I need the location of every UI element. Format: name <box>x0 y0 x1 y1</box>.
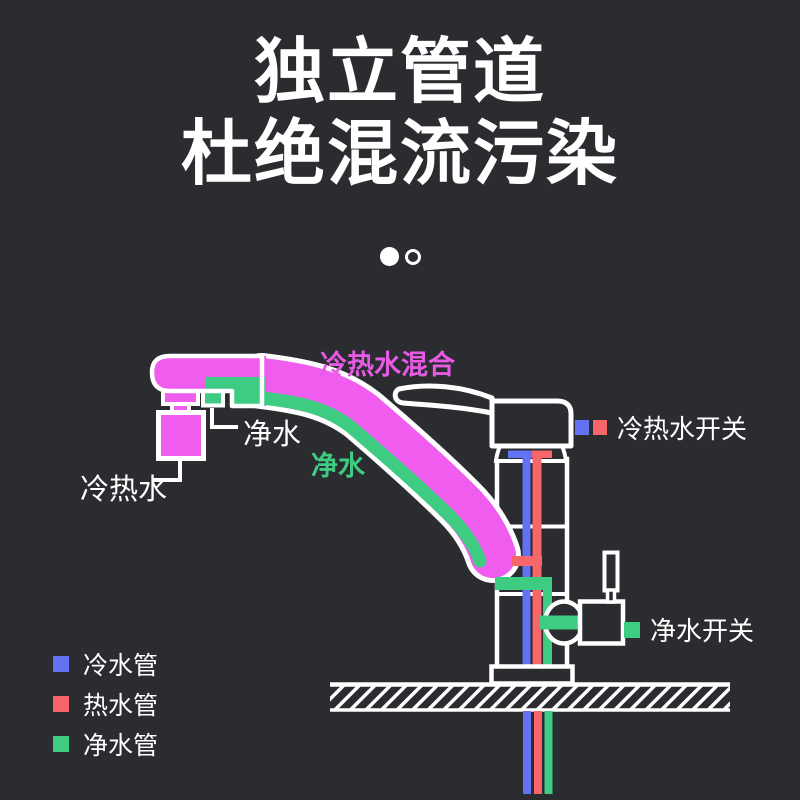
head-body-outline <box>149 353 265 409</box>
pure-water-switch-label: 净水开关 <box>650 616 755 646</box>
carousel-dot-inactive[interactable] <box>405 249 421 265</box>
legend-item-cold: 冷水管 <box>53 646 158 682</box>
spout-mixed-channel <box>239 358 516 578</box>
hot-cold-switch-label: 冷热水开关 <box>617 414 748 444</box>
hot-cold-callout-line <box>153 459 182 482</box>
valve-block-body <box>577 599 626 646</box>
hot-pipe-stub <box>512 556 542 566</box>
head-pure-section <box>206 377 266 406</box>
handle-body <box>489 398 574 449</box>
mixer-handle <box>392 383 574 463</box>
cold-pipe-swatch-icon <box>53 656 69 672</box>
countertop <box>330 682 730 712</box>
valve-lever-stem <box>605 588 617 604</box>
carousel-dot-active[interactable] <box>380 247 399 266</box>
faucet-base-plate <box>489 664 575 686</box>
mixed-water-label: 冷热水混合 <box>320 350 455 380</box>
page-title: 独立管道 杜绝混流污染 <box>0 32 800 196</box>
countertop-hatch <box>330 685 730 709</box>
legend-label-hot: 热水管 <box>83 692 159 720</box>
cold-swatch-icon <box>575 420 589 435</box>
cold-inlet-stub <box>508 450 532 458</box>
pure-pipe-swatch-icon <box>53 736 69 752</box>
valve-lever[interactable] <box>602 550 620 593</box>
pure-swatch-icon <box>624 621 640 638</box>
title-line-1: 独立管道 <box>253 33 546 112</box>
handle-lever <box>392 383 495 416</box>
spout-head <box>149 353 266 461</box>
hot-pipe-swatch-icon <box>53 696 69 712</box>
pure-pipe-horizontal <box>495 577 552 590</box>
pure-outlet-callout-line <box>210 408 238 429</box>
spout-pure-channel <box>255 391 487 568</box>
pure-water-valve <box>540 550 626 646</box>
legend-item-pure: 净水管 <box>53 726 158 762</box>
valve-pure-channel <box>540 615 580 630</box>
legend-label-cold: 冷水管 <box>83 652 159 680</box>
cold-supply-pipe <box>523 711 531 794</box>
hot-swatch-icon <box>593 420 607 435</box>
pure-supply-pipe <box>544 711 553 794</box>
spout-tube <box>234 353 521 583</box>
title-line-2: 杜绝混流污染 <box>180 115 619 194</box>
pure-water-switch-callout: 净水开关 <box>624 611 754 648</box>
pure-water-outlet-label: 净水 <box>243 419 302 451</box>
legend-label-pure: 净水管 <box>83 732 159 760</box>
hot-cold-outlet-label: 冷热水 <box>80 474 168 506</box>
supply-pipes <box>523 711 553 794</box>
hot-cold-switch-callout: 冷热水开关 <box>575 409 747 446</box>
hot-cold-aerator <box>156 410 206 461</box>
hot-inlet-stub <box>532 450 552 458</box>
legend-item-hot: 热水管 <box>53 686 158 722</box>
hot-supply-pipe <box>534 711 542 794</box>
pure-water-pipe-label: 净水 <box>311 451 365 481</box>
